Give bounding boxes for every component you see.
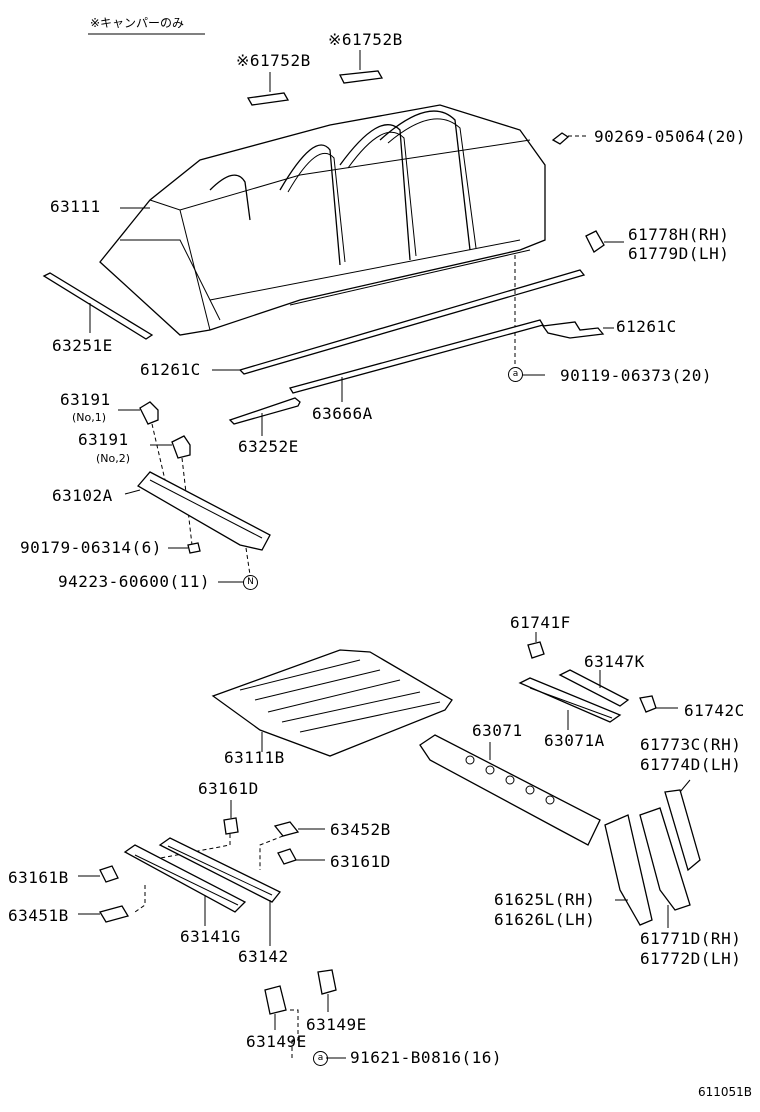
label-63161d-top: 63161D <box>198 779 259 798</box>
part-63451b-pad <box>99 905 129 923</box>
marker-a-top: a <box>508 367 523 382</box>
part-63147k-panel <box>558 669 630 707</box>
part-61771d-pillar <box>639 807 691 928</box>
label-61778h: 61778H(RH) <box>628 225 730 244</box>
label-61625l: 61625L(RH) <box>494 890 596 909</box>
part-63142-rail <box>158 837 282 946</box>
label-91621: 91621-B0816(16) <box>350 1048 502 1067</box>
part-61625l-pillar <box>604 814 653 926</box>
part-61742c-clip <box>639 695 657 713</box>
label-90119: 90119-06373(20) <box>560 366 712 385</box>
label-61773c: 61773C(RH) <box>640 735 742 754</box>
part-61752b-left <box>246 72 290 106</box>
label-63071: 63071 <box>472 721 523 740</box>
part-63111b-panel <box>211 649 453 757</box>
part-63071a-panel <box>518 677 622 730</box>
part-63111-roof <box>99 104 546 336</box>
label-63251e: 63251E <box>52 336 113 355</box>
part-63251e-strip <box>42 272 154 340</box>
marker-n: N <box>243 575 258 590</box>
label-63161d-right: 63161D <box>330 852 391 871</box>
label-63111b: 63111B <box>224 748 285 767</box>
part-63191-no1 <box>118 401 159 425</box>
part-61773c-pillar <box>664 779 701 872</box>
part-63191-no2 <box>150 435 191 459</box>
part-63252e-strip <box>228 397 301 436</box>
part-61261c-rail <box>212 269 586 375</box>
part-63161d-clip-top <box>223 817 239 835</box>
part-61261c-bracket <box>541 321 614 339</box>
camper-only-note: ※キャンパーのみ <box>90 16 185 30</box>
label-61752b-right: ※61752B <box>328 30 403 49</box>
part-63141g-rail <box>123 844 247 926</box>
label-63451b: 63451B <box>8 906 69 925</box>
label-63142: 63142 <box>238 947 289 966</box>
label-63071a: 63071A <box>544 731 605 750</box>
part-61752b-right <box>338 50 384 84</box>
label-61626l: 61626L(LH) <box>494 910 596 929</box>
part-90269-clip <box>551 132 588 145</box>
part-63161b-clip <box>99 865 119 883</box>
label-63149e-left: 63149E <box>246 1032 307 1051</box>
label-61261c-right: 61261C <box>616 317 677 336</box>
label-63191-no1: 63191 <box>60 390 111 409</box>
label-90179: 90179-06314(6) <box>20 538 162 557</box>
label-63191-no2: 63191 <box>78 430 129 449</box>
label-94223: 94223-60600(11) <box>58 572 210 591</box>
part-63149e-left <box>264 985 287 1030</box>
label-61772d: 61772D(LH) <box>640 949 742 968</box>
diagram-id: 611051B <box>698 1085 753 1099</box>
label-61774d: 61774D(LH) <box>640 755 742 774</box>
part-63102a-rail <box>124 471 271 551</box>
label-63191-no2-sub: (No,2) <box>96 452 131 465</box>
label-61261c-left: 61261C <box>140 360 201 379</box>
label-63252e: 63252E <box>238 437 299 456</box>
label-63161b: 63161B <box>8 868 69 887</box>
part-63071-rail <box>419 734 601 846</box>
marker-a-bottom: a <box>313 1051 328 1066</box>
label-61779d: 61779D(LH) <box>628 244 730 263</box>
part-63452b-pad <box>273 821 300 837</box>
label-90269: 90269-05064(20) <box>594 127 746 146</box>
label-63102a: 63102A <box>52 486 113 505</box>
part-63161d-clip-right <box>277 848 297 865</box>
label-61771d: 61771D(RH) <box>640 929 742 948</box>
label-63452b: 63452B <box>330 820 391 839</box>
label-63147k: 63147K <box>584 652 645 671</box>
part-61778h-bracket <box>585 230 624 253</box>
label-63149e-right: 63149E <box>306 1015 367 1034</box>
label-61741f: 61741F <box>510 613 571 632</box>
part-90179-nut <box>187 542 201 554</box>
part-63149e-right <box>317 969 337 1012</box>
label-61742c: 61742C <box>684 701 745 720</box>
label-63191-no1-sub: (No,1) <box>72 411 107 424</box>
label-63111: 63111 <box>50 197 101 216</box>
label-63141g: 63141G <box>180 927 241 946</box>
part-63666a-rail <box>289 319 544 402</box>
part-61741f-clip <box>527 641 545 659</box>
label-61752b-left: ※61752B <box>236 51 311 70</box>
label-63666a: 63666A <box>312 404 373 423</box>
